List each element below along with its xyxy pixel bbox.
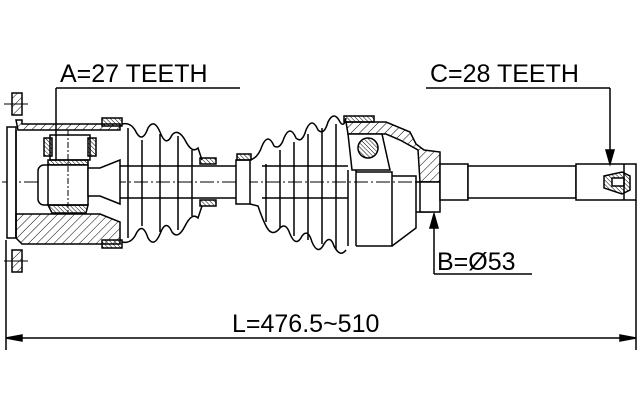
shaft [120,153,252,205]
diameter-b-label: B=Ø53 [437,248,516,276]
length-l-label: L=476.5~510 [232,310,380,338]
inner-boot [101,117,217,249]
spline-c-label: C=28 TEETH [430,60,579,88]
dimension-lines [5,87,637,350]
spline-a-label: A=27 TEETH [60,60,208,88]
outer-boot [249,115,348,254]
outer-cv-joint [343,115,441,247]
outer-stub-shaft [439,163,637,201]
